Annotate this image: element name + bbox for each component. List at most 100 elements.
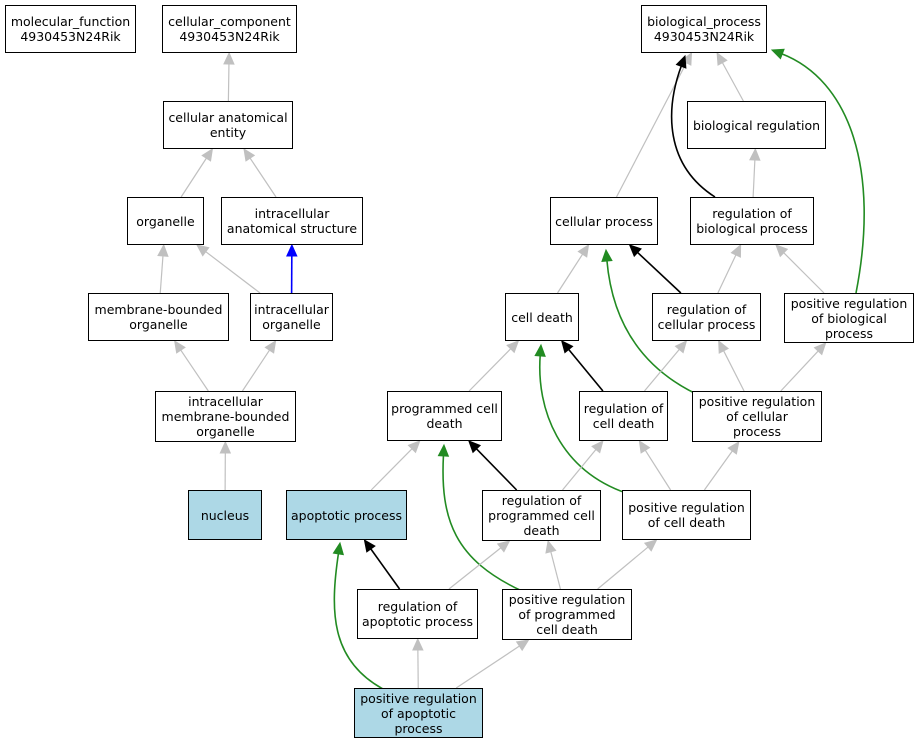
- arrowhead-prcp-rcp: [718, 339, 730, 354]
- term-label-line: regulation of: [377, 599, 458, 614]
- term-label-line: programmed cell: [391, 401, 498, 416]
- arrowhead-ap-pcd: [407, 440, 421, 454]
- arrowhead-prbp-rbp: [775, 244, 789, 258]
- edge-prcp-prbp: [780, 349, 820, 392]
- term-label-line: cell death: [536, 622, 598, 637]
- arrowhead-prcd-rcd: [638, 439, 651, 454]
- arrowhead-rcd-cd: [560, 340, 574, 354]
- term-node-cp[interactable]: cellular process: [550, 197, 658, 245]
- arrowhead-prcd-cd: [534, 343, 546, 357]
- arrowhead-rpcd-pcd: [468, 440, 482, 454]
- edge-rap-rpcd: [448, 546, 502, 590]
- term-label-line: organelle: [136, 213, 195, 229]
- arrowhead-org-cae: [201, 147, 214, 162]
- edge-rcp-rbp: [717, 253, 737, 294]
- term-label-line: positive regulation: [508, 592, 626, 607]
- term-node-cd[interactable]: cell death: [505, 293, 579, 341]
- arrowhead-rap-rpcd: [496, 540, 511, 553]
- term-label-line: process: [394, 720, 443, 736]
- term-label-line: apoptotic process: [291, 507, 402, 523]
- arrowhead-prap-prpcd: [515, 639, 530, 652]
- term-node-breg[interactable]: biological regulation: [687, 101, 826, 149]
- edge-ap-pcd: [370, 447, 414, 491]
- term-label-line: organelle: [262, 317, 321, 332]
- term-label-line: positive regulation: [360, 690, 477, 706]
- arrowhead-rbp-bp: [675, 54, 687, 69]
- term-label-line: regulation of: [583, 401, 664, 416]
- term-label-line: cellular process: [555, 213, 653, 229]
- term-label-line: intracellular: [188, 394, 263, 409]
- edge-imbo-mbo: [179, 348, 209, 392]
- term-node-org[interactable]: organelle: [127, 197, 204, 245]
- term-label-line: organelle: [196, 424, 255, 439]
- term-label-line: entity: [209, 125, 247, 140]
- term-label-line: membrane-bounded: [94, 302, 223, 317]
- arrowhead-prpcd-pcd: [437, 443, 450, 457]
- term-label-line: positive regulation: [790, 295, 908, 311]
- edge-cae-cc: [227, 62, 230, 102]
- arrowhead-prcp-cp: [601, 248, 613, 262]
- arrowhead-imbo-mbo: [173, 339, 186, 354]
- edge-rpcd-rcd: [562, 448, 598, 491]
- edge-rpcd-pcd: [475, 447, 518, 491]
- arrowhead-rpcd-rcd: [591, 440, 604, 454]
- edge-org-cae: [180, 157, 208, 198]
- term-label-line: cell death: [511, 309, 573, 325]
- edge-prbp-bp: [781, 52, 865, 294]
- term-label-line: apoptotic process: [362, 614, 473, 629]
- arrowhead-prpcd-rpcd: [545, 539, 557, 554]
- term-label-line: of cell death: [647, 515, 726, 530]
- edge-io-org: [204, 250, 261, 294]
- arrowhead-cae-cc: [223, 51, 235, 65]
- edge-prcp-cp: [606, 259, 706, 399]
- edge-rbp-bp: [670, 65, 716, 198]
- edge-imbo-io: [241, 349, 271, 392]
- arrowhead-prap-ap: [332, 541, 345, 556]
- term-label-line: process: [824, 325, 874, 341]
- term-label-line: intracellular: [254, 206, 330, 221]
- term-node-ap[interactable]: apoptotic process: [286, 490, 407, 540]
- term-label-line: positive regulation: [698, 394, 816, 409]
- term-label-line: organelle: [129, 317, 188, 332]
- arrowhead-rcp-rbp: [730, 243, 742, 258]
- term-label-line: of biological: [811, 310, 887, 326]
- edge-breg-bp: [721, 61, 744, 102]
- arrowhead-prcd-prcp: [727, 441, 740, 455]
- arrowhead-io-org: [196, 244, 210, 257]
- term-label-line: 4930453N24Rik: [20, 29, 121, 44]
- edge-prcd-prcp: [703, 449, 734, 491]
- arrowhead-ias-cae: [243, 147, 256, 162]
- arrowhead-rbp-breg: [749, 147, 761, 161]
- edge-rcd-rcp: [644, 348, 681, 392]
- term-label-line: cellular anatomical: [168, 110, 288, 125]
- term-label-line: programmed cell: [488, 508, 595, 523]
- term-label-line: biological_process: [647, 14, 761, 29]
- term-label-line: membrane-bounded: [161, 409, 290, 424]
- arrowhead-rap-ap: [363, 539, 376, 553]
- arrowhead-pcd-cd: [506, 340, 520, 354]
- term-label-line: anatomical structure: [226, 221, 358, 236]
- term-node-nuc[interactable]: nucleus: [188, 490, 262, 540]
- term-label-line: death: [523, 523, 560, 538]
- edge-prcd-cd: [538, 354, 627, 494]
